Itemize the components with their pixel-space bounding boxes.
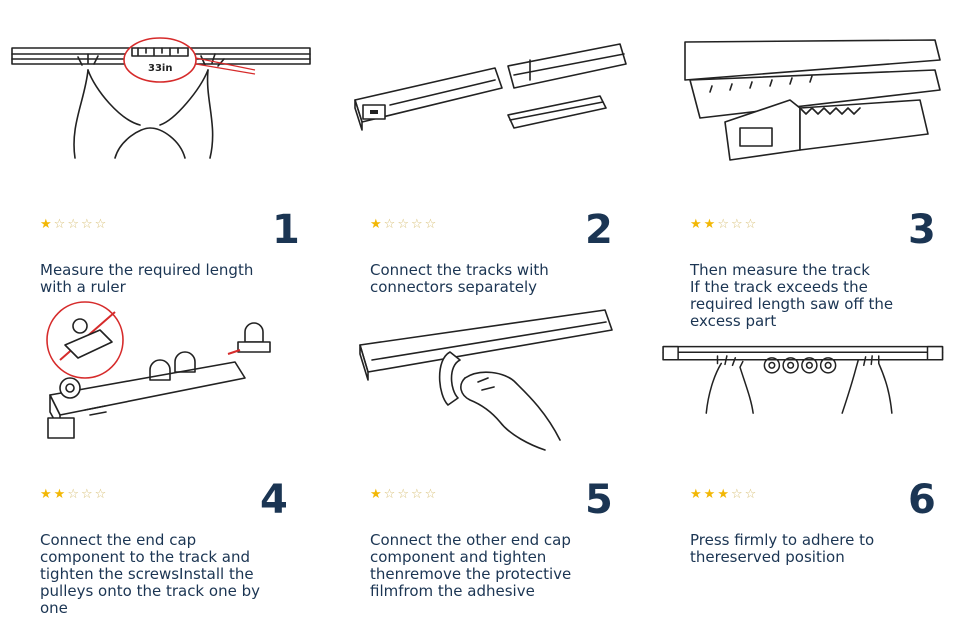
- star-icon: ☆: [410, 217, 423, 232]
- step-number: 5: [585, 477, 613, 523]
- star-icon: ☆: [80, 217, 93, 232]
- star-icon: ☆: [94, 217, 107, 232]
- star-icon: ☆: [424, 487, 437, 502]
- star-icon: ★: [53, 487, 66, 502]
- star-icon: ☆: [383, 217, 396, 232]
- step-number: 2: [585, 207, 613, 253]
- star-icon: ★: [40, 487, 52, 502]
- star-icon: ☆: [67, 217, 79, 232]
- star-icon: ☆: [80, 487, 93, 502]
- star-icon: ☆: [397, 487, 409, 502]
- step-1: 33in ★ ☆ ☆ ☆ ☆ 1 Measure the required le…: [0, 30, 311, 320]
- step-4: ★ ★ ☆ ☆ ☆ 4 Connect the end cap componen…: [0, 300, 300, 617]
- step-2-illustration-connect-tracks: [354, 43, 627, 131]
- ruler-label: 33in: [148, 63, 172, 74]
- star-icon: ★: [690, 487, 702, 502]
- star-icon: ★: [370, 487, 382, 502]
- star-icon: ☆: [730, 487, 743, 502]
- step-number: 4: [260, 477, 288, 523]
- star-icon: ☆: [383, 487, 396, 502]
- step-6-illustration-press-track: [662, 345, 944, 414]
- star-icon: ★: [703, 217, 716, 232]
- star-icon: ☆: [717, 217, 729, 232]
- step-description: Connect the other end cap component and …: [370, 531, 572, 600]
- star-icon: ☆: [397, 217, 409, 232]
- step-number: 1: [272, 207, 300, 253]
- step-2: ★ ☆ ☆ ☆ ☆ 2 Connect the tracks with conn…: [330, 30, 630, 320]
- rating-stars: ★ ★ ★ ☆ ☆: [690, 488, 756, 501]
- step-number: 6: [908, 477, 936, 523]
- step-5: ★ ☆ ☆ ☆ ☆ 5 Connect the other end cap co…: [330, 300, 630, 600]
- step-description: Connect the end cap component to the tra…: [40, 531, 260, 617]
- star-icon: ☆: [94, 487, 107, 502]
- step-3-illustration-saw-track: [684, 39, 941, 161]
- rating-stars: ★ ☆ ☆ ☆ ☆: [370, 488, 436, 501]
- step-6: ★ ★ ★ ☆ ☆ 6 Press firmly to adhere to th…: [650, 300, 950, 590]
- star-icon: ★: [370, 217, 382, 232]
- star-icon: ★: [717, 487, 729, 502]
- rating-stars: ★ ☆ ☆ ☆ ☆: [40, 218, 106, 231]
- rating-stars: ★ ★ ☆ ☆ ☆: [40, 488, 106, 501]
- step-description: Then measure the track If the track exce…: [690, 261, 894, 330]
- star-icon: ☆: [53, 217, 66, 232]
- star-icon: ☆: [744, 217, 757, 232]
- step-description: Measure the required length with a ruler: [40, 261, 254, 296]
- step-3: ★ ★ ☆ ☆ ☆ 3 Then measure the track If th…: [650, 30, 950, 330]
- step-description: Press firmly to adhere to thereserved po…: [690, 531, 875, 566]
- star-icon: ☆: [730, 217, 743, 232]
- step-4-illustration-end-cap-pulleys: [46, 301, 271, 439]
- star-icon: ☆: [424, 217, 437, 232]
- star-icon: ★: [703, 487, 716, 502]
- star-icon: ☆: [410, 487, 423, 502]
- star-icon: ☆: [744, 487, 757, 502]
- rating-stars: ★ ☆ ☆ ☆ ☆: [370, 218, 436, 231]
- rating-stars: ★ ★ ☆ ☆ ☆: [690, 218, 756, 231]
- step-5-illustration-remove-film: [359, 309, 613, 451]
- step-number: 3: [908, 207, 936, 253]
- star-icon: ☆: [67, 487, 79, 502]
- star-icon: ★: [40, 217, 52, 232]
- step-description: Connect the tracks with connectors separ…: [370, 261, 549, 296]
- step-1-illustration-measure-ruler: 33in: [11, 37, 311, 159]
- star-icon: ★: [690, 217, 702, 232]
